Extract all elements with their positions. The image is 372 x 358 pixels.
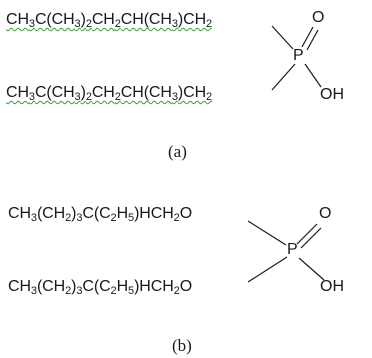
- structure-a-chain-bottom-subscript-7: 2: [114, 91, 121, 103]
- structure-b-chain-bottom-text-6: C(C: [82, 278, 111, 295]
- structure-a-chain-top-text-6: CH: [91, 11, 115, 28]
- structure-b-chain-bottom-subscript-9: 5: [128, 285, 135, 297]
- structure-b-caption: (b): [172, 336, 192, 355]
- structure-b-phosphorus: P: [287, 241, 298, 258]
- structure-a-bond-ch2-p-top: [271, 25, 294, 50]
- structure-b-bond-p-o-double-2: [300, 227, 322, 249]
- structure-b-chain-bottom-text-2: (CH: [36, 278, 66, 295]
- structure-a-chain-bottom-text-8: CH(CH: [120, 84, 172, 101]
- structure-a-chain-bottom-text-10: )CH: [177, 84, 207, 101]
- structure-a-caption: (a): [168, 142, 187, 161]
- structure-a-chain-bottom-text-0: CH: [6, 84, 29, 101]
- structure-b-bond-o-p-bottom: [247, 256, 288, 283]
- structure-a-chain-top-text-4: ): [80, 11, 86, 28]
- structure-a-chain-top-text-10: )CH: [177, 11, 207, 28]
- structure-b-chain-bottom-text-12: O: [179, 278, 193, 295]
- structure-a-chain-bottom-text-2: C(CH: [34, 84, 75, 101]
- structure-b-chain-bottom-text-4: ): [71, 278, 77, 295]
- structure-b-chain-top-subscript-3: 2: [65, 212, 72, 224]
- structure-a-phosphorus: P: [293, 47, 304, 64]
- structure-a-chain-top-subscript-5: 2: [85, 18, 92, 30]
- structure-b-chain-bottom-subscript-11: 2: [173, 285, 180, 297]
- structure-a-chain-bottom-subscript-1: 3: [28, 91, 35, 103]
- structure-a-bond-ch2-p-bottom: [271, 63, 296, 91]
- structure-a-chain-top: CH3C(CH3)2CH2CH(CH3)CH2: [6, 11, 213, 30]
- structure-b-chain-top-text-10: )HCH: [134, 205, 174, 222]
- structure-a-chain-bottom-text-4: ): [80, 84, 86, 101]
- structure-b-chain-top-subscript-1: 3: [30, 212, 37, 224]
- structure-b-chain-bottom-subscript-7: 2: [110, 285, 117, 297]
- structure-a-bond-p-oh: [304, 63, 322, 88]
- structure-b-chain-top-text-6: C(C: [82, 205, 111, 222]
- structure-b-chain-bottom-subscript-3: 2: [65, 285, 72, 297]
- structure-b-bond-p-o-double-1: [296, 223, 318, 245]
- structure-a-chain-bottom-subscript-3: 3: [74, 91, 81, 103]
- structure-b-chain-top-text-2: (CH: [36, 205, 66, 222]
- structure-a-chain-bottom-text-6: CH: [91, 84, 115, 101]
- structure-b-chain-bottom-subscript-5: 3: [76, 285, 83, 297]
- structure-a-oxygen: O: [312, 9, 325, 26]
- structure-a-chain-top-subscript-1: 3: [28, 18, 35, 30]
- structure-b-bond-o-p-top: [247, 220, 287, 246]
- structure-b-chain-bottom-subscript-1: 3: [30, 285, 37, 297]
- structure-b-chain-top-text-8: H: [116, 205, 129, 222]
- structure-b-chain-top-subscript-9: 5: [128, 212, 135, 224]
- structure-a-bond-p-o-double-1: [301, 26, 314, 48]
- structure-b-chain-top-subscript-11: 2: [173, 212, 180, 224]
- structure-b-chain-top-text-0: CH: [8, 205, 31, 222]
- structure-b-chain-bottom: CH3(CH2)3C(C2H5)HCH2O: [8, 278, 193, 297]
- structure-b-chain-bottom-text-10: )HCH: [134, 278, 174, 295]
- structure-a-chain-top-subscript-3: 3: [74, 18, 81, 30]
- structure-b-chain-bottom-text-8: H: [116, 278, 129, 295]
- structure-a-chain-bottom-subscript-9: 3: [171, 91, 178, 103]
- structure-a-chain-top-subscript-11: 2: [206, 18, 213, 30]
- structure-b-oxygen: O: [319, 205, 332, 222]
- structure-b-chain-top: CH3(CH2)3C(C2H5)HCH2O: [8, 205, 193, 224]
- structure-a-chain-top-text-8: CH(CH: [120, 11, 172, 28]
- structure-b-chain-top-subscript-5: 3: [76, 212, 83, 224]
- structure-a-chain-top-text-0: CH: [6, 11, 29, 28]
- structure-b-chain-bottom-text-0: CH: [8, 278, 31, 295]
- structure-a-hydroxyl: OH: [320, 86, 344, 103]
- structure-b-chain-top-subscript-7: 2: [110, 212, 117, 224]
- structure-a-chain-bottom-subscript-5: 2: [85, 91, 92, 103]
- structure-a-chain-top-text-2: C(CH: [34, 11, 75, 28]
- structure-b-bond-p-oh: [298, 257, 325, 281]
- structure-b-hydroxyl: OH: [320, 278, 344, 295]
- structure-b-chain-top-text-4: ): [71, 205, 77, 222]
- structure-a-chain-top-subscript-7: 2: [114, 18, 121, 30]
- structure-a-bond-p-o-double-2: [306, 29, 319, 51]
- structure-a-chain-bottom-subscript-11: 2: [206, 91, 213, 103]
- structure-a-chain-top-subscript-9: 3: [171, 18, 178, 30]
- structure-b-chain-top-text-12: O: [179, 205, 193, 222]
- structure-a-chain-bottom: CH3C(CH3)2CH2CH(CH3)CH2: [6, 84, 213, 103]
